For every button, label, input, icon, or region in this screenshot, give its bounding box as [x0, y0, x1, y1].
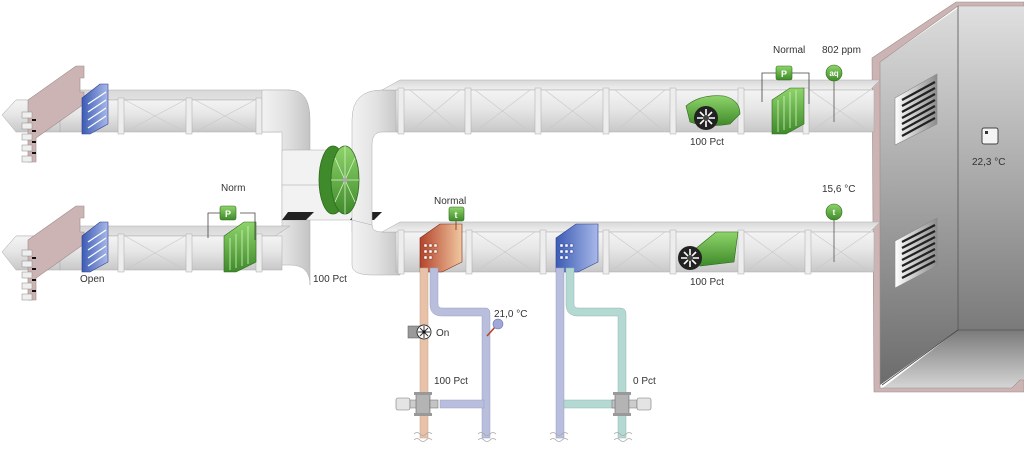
cooling-water-pipes	[555, 267, 627, 439]
intake-wall-louvre	[21, 205, 85, 301]
heating-return-temp-sensor-icon[interactable]	[486, 318, 504, 337]
supply-temp-sensor-icon[interactable]: t	[825, 203, 843, 262]
pipe-break-marks	[413, 432, 633, 442]
room-thermostat-icon[interactable]	[981, 127, 999, 145]
heating-bypass-pipe	[439, 399, 485, 409]
exhaust-wall-louvre	[21, 65, 85, 163]
supply-fan-speed: 100 Pct	[690, 277, 724, 288]
heat-wheel-speed: 100 Pct	[313, 274, 347, 285]
lower-duct-right	[381, 221, 881, 275]
heating-pump-status: On	[436, 328, 450, 339]
room-side-wall	[880, 8, 958, 385]
extract-filter-status: Normal	[773, 45, 806, 56]
room-back-wall	[958, 5, 1024, 330]
heating-valve[interactable]	[395, 392, 439, 416]
extract-air-filter[interactable]	[771, 87, 805, 135]
cooling-bypass-pipe	[563, 399, 617, 409]
pressure-sensor-glyph: P	[225, 209, 231, 219]
exhaust-damper[interactable]	[81, 83, 109, 135]
heating-water-pipes	[419, 267, 491, 439]
heating-supply-pipe	[419, 267, 429, 439]
outdoor-air-filter[interactable]	[223, 221, 257, 273]
cooling-return-pipe	[555, 267, 565, 439]
heating-return-pipe	[429, 267, 491, 439]
supply-temp-glyph: t	[833, 208, 836, 217]
outdoor-filter-status: Norm	[221, 183, 246, 194]
filter-pressure-line-upper	[761, 72, 810, 104]
heating-return-temp: 21,0 °C	[494, 309, 528, 320]
extract-pressure-sensor-icon[interactable]: P	[775, 65, 793, 81]
room-wall-section	[871, 1, 1024, 393]
room	[871, 1, 1024, 445]
extract-fan-speed: 100 Pct	[690, 137, 724, 148]
cooling-valve[interactable]	[611, 392, 652, 416]
pressure-sensor-icon[interactable]: P	[219, 205, 237, 221]
cooling-valve-position: 0 Pct	[633, 376, 656, 387]
frost-protection-sensor-icon[interactable]: t	[448, 206, 465, 230]
heating-pump[interactable]	[407, 324, 432, 340]
cooling-coil[interactable]	[555, 223, 599, 273]
supply-air-temperature: 15,6 °C	[822, 184, 856, 195]
heating-coil[interactable]	[419, 223, 463, 273]
outdoor-air-damper[interactable]	[81, 221, 109, 273]
air-quality-value: 802 ppm	[822, 45, 861, 56]
air-quality-glyph: aq	[829, 69, 838, 78]
room-floor	[880, 330, 1024, 390]
frost-sensor-glyph: t	[455, 210, 458, 220]
heating-valve-position: 100 Pct	[434, 376, 468, 387]
extract-fan[interactable]	[685, 95, 741, 130]
upper-duct-right	[381, 79, 881, 135]
outdoor-damper-status: Open	[80, 274, 105, 285]
supply-grille	[894, 73, 938, 146]
filter-pressure-line-lower	[207, 212, 256, 240]
right-bend-duct	[351, 89, 401, 276]
room-temperature: 22,3 °C	[972, 157, 1006, 168]
supply-fan[interactable]	[678, 231, 739, 270]
frost-protection-status: Normal	[434, 196, 467, 207]
extract-pressure-glyph: P	[781, 69, 787, 79]
extract-grille	[894, 217, 938, 289]
heat-recovery-wheel[interactable]	[318, 145, 360, 215]
cooling-supply-pipe	[565, 267, 627, 439]
air-quality-sensor-icon[interactable]: aq	[825, 64, 843, 122]
